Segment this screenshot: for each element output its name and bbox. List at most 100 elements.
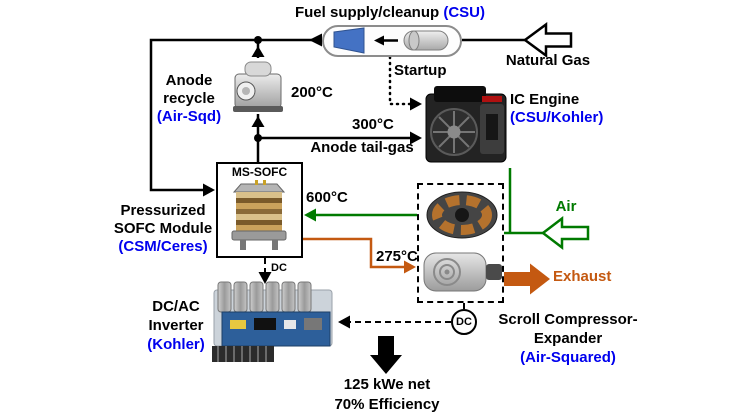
exhaust-into-expander-arrowhead-icon xyxy=(404,260,416,274)
ic-engine-name: IC Engine xyxy=(510,91,580,108)
output-power: 125 kWe net xyxy=(343,376,431,393)
anode-recycle-line1: Anode xyxy=(165,72,213,89)
engine-graphic xyxy=(425,86,507,163)
blower-base xyxy=(233,106,283,112)
anode-recycle-label: Anode recycle (Air-Sqd) xyxy=(150,72,228,126)
anode-tail-gas-label: Anode tail-gas xyxy=(310,139,414,156)
sofc-module-label: MS-SOFC xyxy=(231,165,288,179)
fuel-into-sofc-arrowhead-icon xyxy=(203,183,215,197)
sofc-label: Pressurized SOFC Module (CSM/Ceres) xyxy=(110,202,216,256)
startup-arrowhead-icon xyxy=(410,97,422,111)
dc-bus-label: DC xyxy=(456,316,472,328)
temp-300-label: 300°C xyxy=(352,116,394,133)
exhaust-label: Exhaust xyxy=(553,268,612,285)
scroll-compressor-photo xyxy=(422,244,504,303)
sofc-name2: SOFC Module xyxy=(113,220,213,237)
air-inlet-arrow-icon xyxy=(540,215,590,251)
ic-engine-photo xyxy=(424,84,508,173)
blower-inlet-hub xyxy=(242,87,250,95)
compressor-shaft xyxy=(486,264,502,280)
inverter-heatsink-icon xyxy=(212,346,274,362)
startup-line xyxy=(388,55,413,106)
diagram-title: Fuel supply/cleanup (CSU) xyxy=(240,4,540,22)
temp-600-label: 600°C xyxy=(306,189,348,206)
sofc-stack-photo xyxy=(231,180,287,250)
sofc-name1: Pressurized xyxy=(120,202,206,219)
inverter-vendor: (Kohler) xyxy=(147,336,205,353)
ic-engine-label: IC Engine (CSU/Kohler) xyxy=(510,91,603,127)
scroll-generator-photo xyxy=(423,189,501,246)
blower-graphic xyxy=(233,61,283,112)
anode-recycle-blower-photo xyxy=(229,58,287,119)
exhaust-out-arrow-icon xyxy=(504,263,550,295)
engine-fan-hub xyxy=(447,125,461,139)
recycle-up-arrowhead-icon xyxy=(251,46,265,57)
scroll-name2: Expander xyxy=(533,330,603,347)
compressor-scroll-ribs-icon xyxy=(433,258,461,286)
dc-down-arrowhead-icon xyxy=(258,272,272,284)
stack-layers xyxy=(236,192,282,231)
fuel-cleanup-photo xyxy=(322,25,462,57)
natural-gas-label: Natural Gas xyxy=(505,52,591,69)
sofc-vendor: (CSM/Ceres) xyxy=(118,238,208,255)
scroll-name1: Scroll Compressor- xyxy=(498,311,638,328)
stack-pin xyxy=(255,180,258,185)
fuel-cleanup-graphic xyxy=(333,27,449,54)
inverter-component-yellow xyxy=(230,320,246,329)
startup-label: Startup xyxy=(394,62,447,79)
scroll-unit-label: Scroll Compressor- Expander (Air-Squared… xyxy=(486,310,650,367)
inverter-chip xyxy=(254,318,276,330)
stack-leg-2 xyxy=(272,240,278,250)
engine-muffler xyxy=(486,114,498,140)
engine-red-accent xyxy=(482,96,502,102)
stack-leg xyxy=(240,240,246,250)
stack-lid xyxy=(232,183,286,193)
engine-airbox xyxy=(434,86,486,102)
inverter-name1: DC/AC xyxy=(152,298,200,315)
tailgas-arrowhead-icon xyxy=(410,131,422,145)
dc-line-label: DC xyxy=(271,262,287,274)
temp-200-label: 200°C xyxy=(291,84,333,101)
anode-recycle-line2: recycle xyxy=(163,90,215,107)
compressor-center xyxy=(444,269,450,275)
into-blower-arrowhead-icon xyxy=(251,116,265,127)
anode-recycle-vendor: (Air-Sqd) xyxy=(156,108,222,125)
dc-left-arrowhead-icon xyxy=(338,315,350,329)
compressor-graphic xyxy=(423,252,502,292)
scroll-unit-dashed-box xyxy=(417,183,504,303)
generator-graphic xyxy=(426,191,498,239)
filter-cylinder-end-icon xyxy=(408,30,420,51)
inverter-label: DC/AC Inverter (Kohler) xyxy=(128,297,224,354)
inverter-component-white xyxy=(284,320,296,329)
dc-bus-node: DC xyxy=(451,309,477,335)
air-label: Air xyxy=(555,198,577,215)
output-efficiency: 70% Efficiency xyxy=(334,396,440,413)
fuel-line-junction-dot xyxy=(254,36,262,44)
inverter-capacitors-icon xyxy=(217,281,312,313)
power-output-arrow-icon xyxy=(370,336,402,374)
air-supply-line xyxy=(504,168,545,235)
stack-base xyxy=(231,230,287,241)
ic-engine-vendor: (CSU/Kohler) xyxy=(510,109,604,126)
scroll-vendor: (Air-Squared) xyxy=(520,349,616,366)
stack-pin-2 xyxy=(263,180,266,185)
internal-flow-arrowhead-icon xyxy=(374,35,384,46)
inverter-component-gray xyxy=(304,318,322,330)
generator-shaft xyxy=(455,208,469,222)
natural-gas-flow-arrow-icon xyxy=(522,22,573,58)
inverter-graphic xyxy=(212,281,333,362)
fuel-out-arrowhead-icon xyxy=(309,33,322,47)
sofc-exhaust-line xyxy=(303,237,405,269)
inverter-name2: Inverter xyxy=(148,317,204,334)
fuel-line xyxy=(149,38,322,192)
output-label: 125 kWe net 70% Efficiency xyxy=(314,375,460,415)
air-into-sofc-arrowhead-icon xyxy=(304,208,316,222)
generator-copper-windings-icon xyxy=(432,195,492,235)
inverter-photo xyxy=(210,276,336,369)
sofc-module-box: MS-SOFC xyxy=(216,162,303,258)
title-vendor: (CSU) xyxy=(443,4,486,21)
funnel-icon xyxy=(333,27,365,54)
blower-motor xyxy=(244,61,272,77)
